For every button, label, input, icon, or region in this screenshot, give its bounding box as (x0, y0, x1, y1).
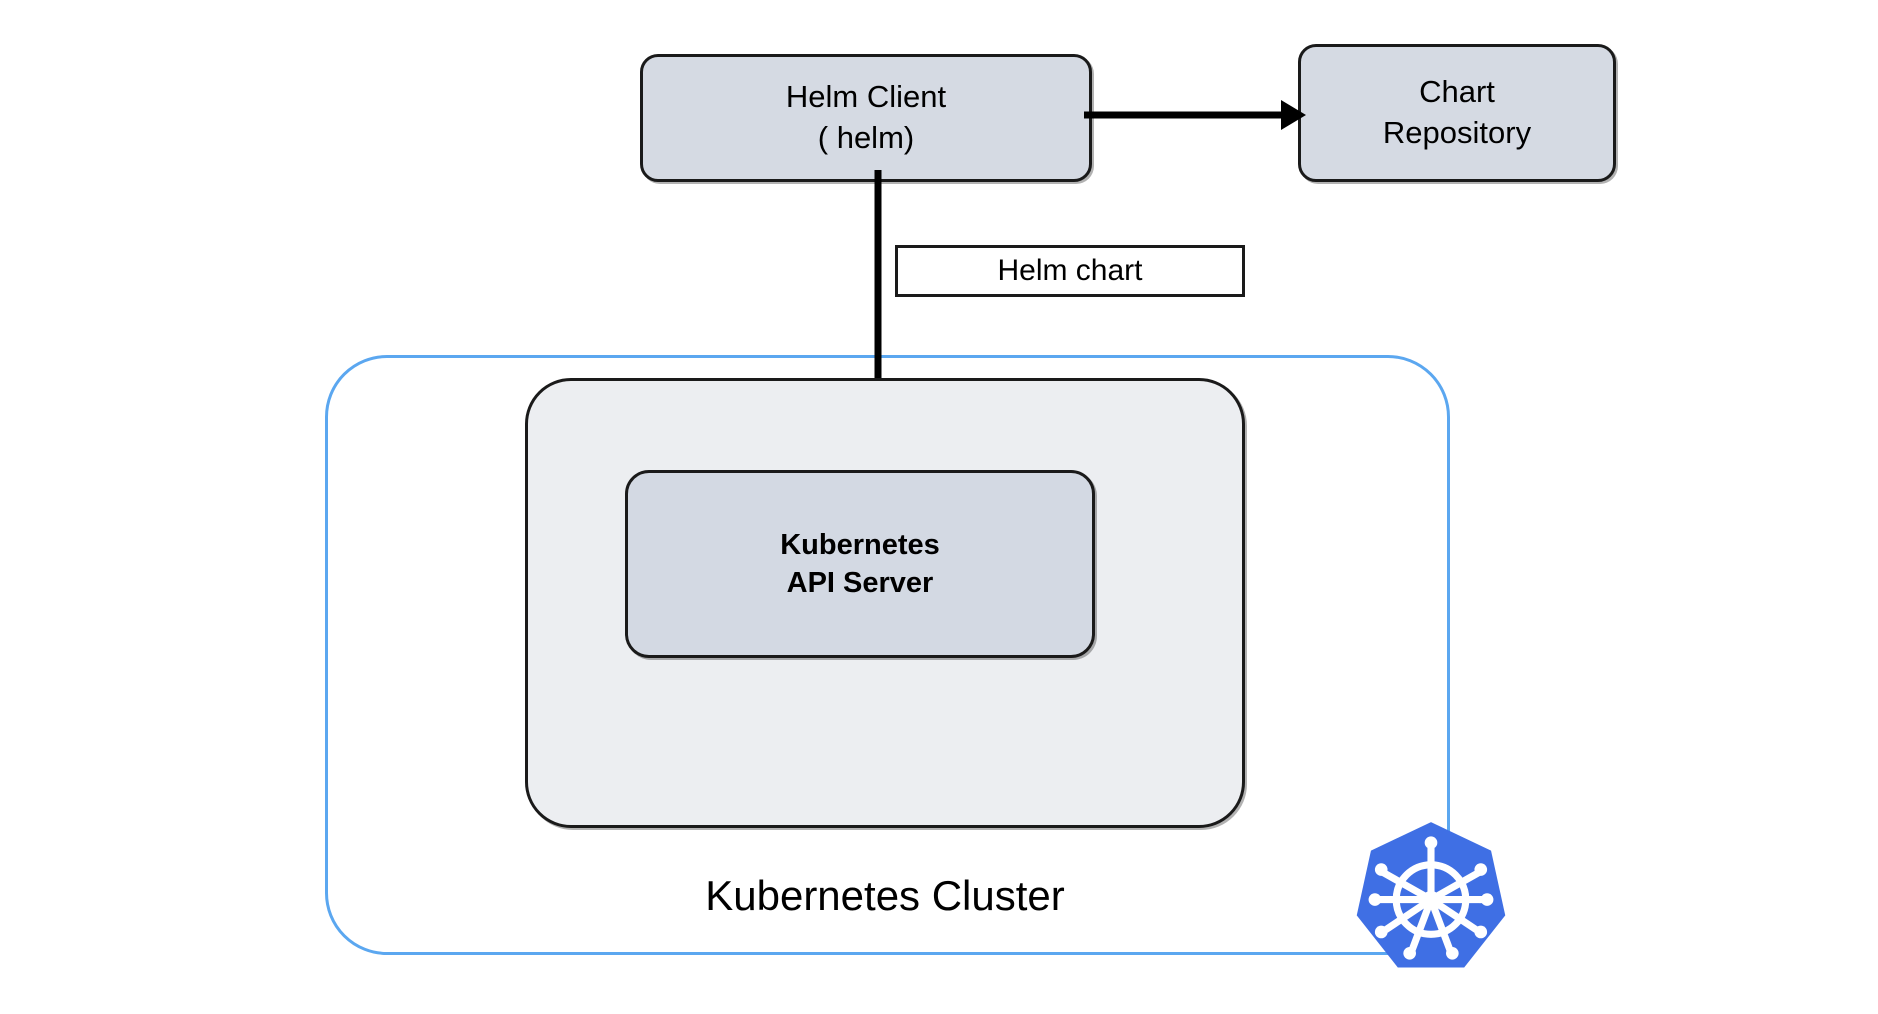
chart-repository-box[interactable]: Chart Repository (1298, 44, 1616, 182)
helm-client-label-line1: Helm Client (785, 79, 947, 115)
arrow-helm-client-to-chart-repository (1084, 100, 1306, 130)
chart-repository-label-line2: Repository (1382, 115, 1532, 150)
chart-repository-label-line1: Chart (1419, 74, 1495, 110)
kubernetes-logo-icon (1356, 822, 1506, 968)
kubernetes-api-server-box[interactable]: Kubernetes API Server (625, 470, 1095, 658)
helm-chart-edge-label: Helm chart (895, 245, 1245, 297)
helm-client-box[interactable]: Helm Client ( helm) (640, 54, 1092, 182)
helm-client-label-line2: ( helm) (817, 120, 915, 155)
api-server-label-line1: Kubernetes (780, 528, 940, 561)
kubernetes-cluster-boundary (325, 355, 1450, 955)
kubernetes-cluster-caption: Kubernetes Cluster (705, 872, 1065, 919)
api-server-label-line2: API Server (786, 567, 934, 599)
